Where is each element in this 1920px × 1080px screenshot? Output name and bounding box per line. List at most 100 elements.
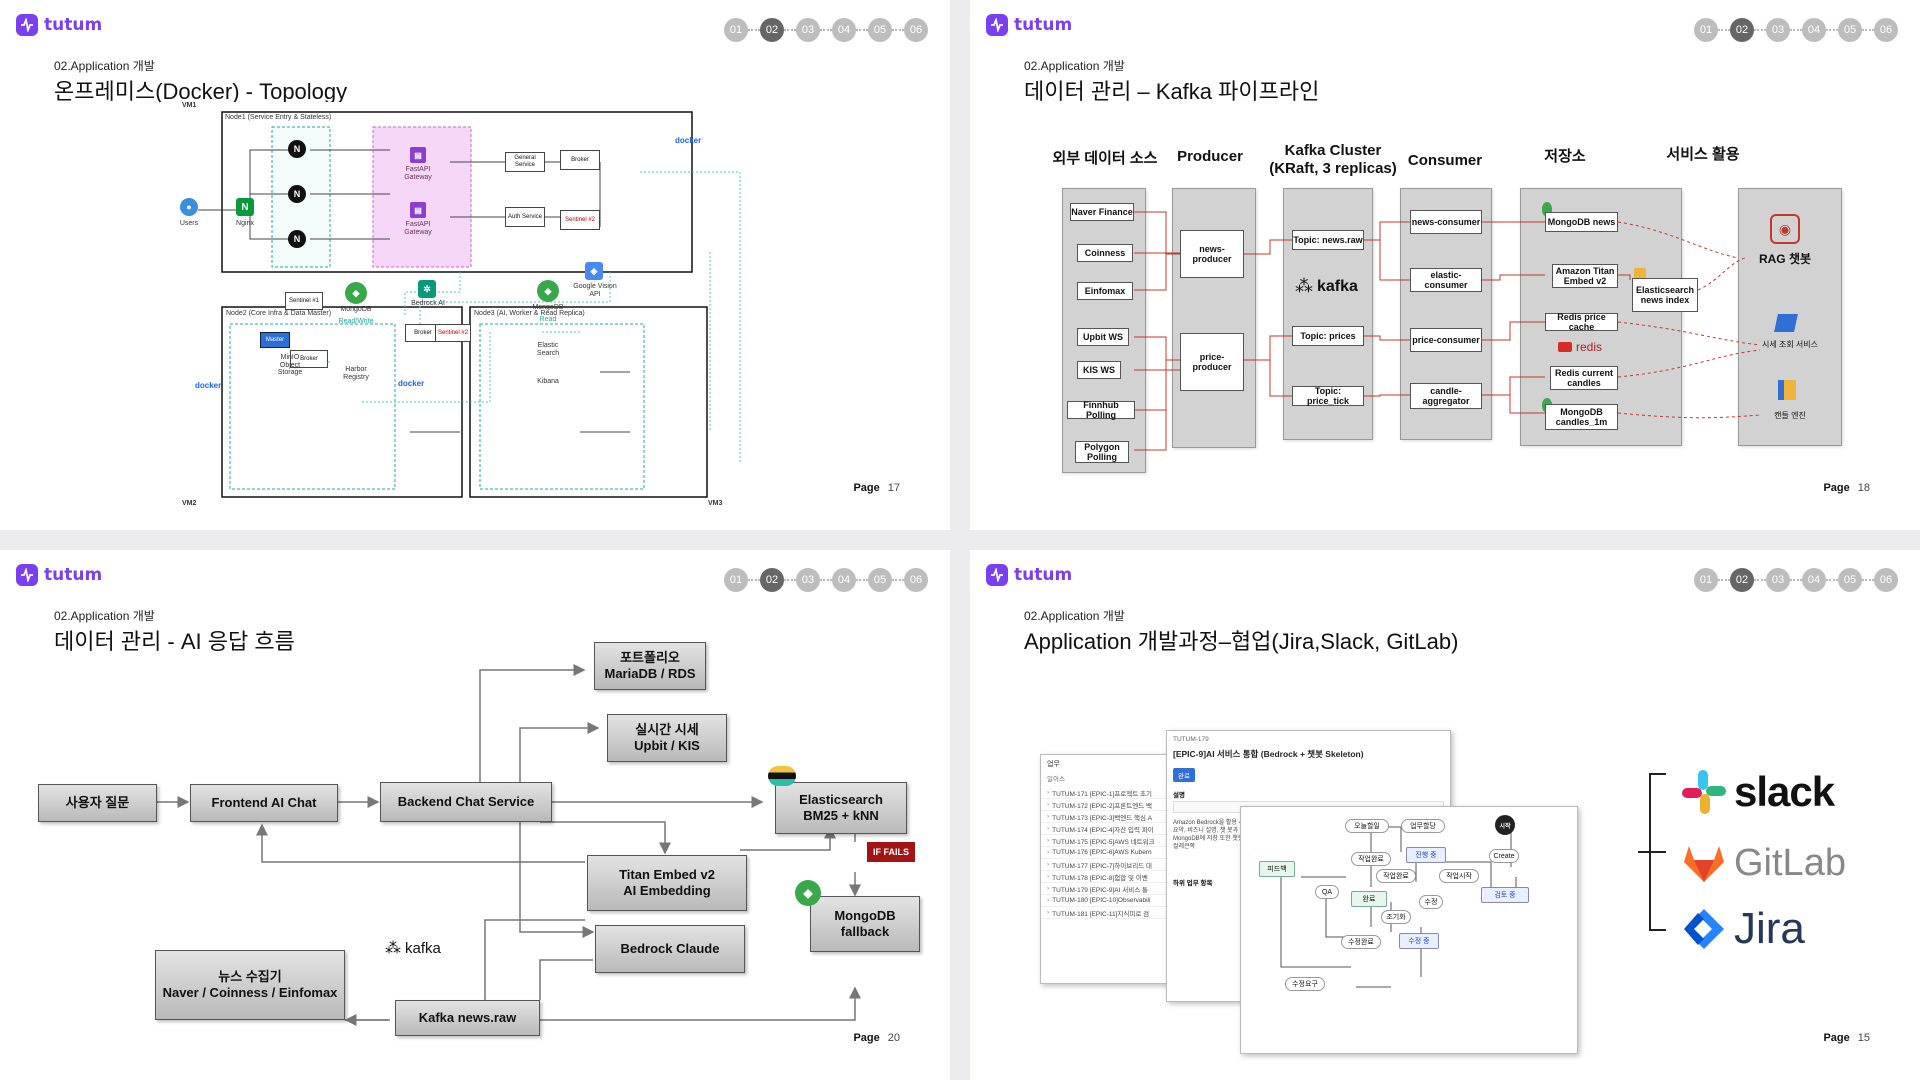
step-04[interactable]: 04: [832, 18, 856, 42]
slide-title: 온프레미스(Docker) - Topology: [54, 79, 348, 104]
step-04[interactable]: 04: [1802, 568, 1826, 592]
step-03[interactable]: 03: [1766, 18, 1790, 42]
source-node: KIS WS: [1077, 361, 1121, 379]
step-connector: [892, 579, 904, 581]
gitlab-label: GitLab: [1734, 842, 1846, 884]
chevron-right-icon: ›: [1047, 885, 1050, 892]
bedrock-label: Bedrock AI: [411, 300, 445, 307]
step-01[interactable]: 01: [724, 18, 748, 42]
step-02[interactable]: 02: [760, 568, 784, 592]
mongodb-icon: [1542, 202, 1552, 216]
jira-issue-text: TUTUM-171 [EPIC-1]프로젝트 초기: [1052, 790, 1152, 798]
tutum-logo: tutum: [16, 564, 102, 586]
mongodb-icon: ◆: [345, 282, 367, 304]
step-06[interactable]: 06: [904, 568, 928, 592]
jira-issue-row[interactable]: ›TUTUM-172 [EPIC-2]프론트엔드 백: [1041, 799, 1289, 811]
step-04[interactable]: 04: [1802, 18, 1826, 42]
flow-node: QA: [1315, 885, 1339, 899]
jira-issue-row[interactable]: ›TUTUM-178 [EPIC-8]험합 및 이벤: [1041, 871, 1289, 883]
elasticsearch-icon: [768, 766, 796, 786]
step-indicator: 01 02 03 04 05 06: [724, 18, 928, 42]
realtime-price-node: 실시간 시세 Upbit / KIS: [607, 714, 727, 762]
step-connector: [1718, 29, 1730, 31]
step-06[interactable]: 06: [904, 18, 928, 42]
jira-issue-row[interactable]: ›TUTUM-180 [EPIC-10]Observabili: [1041, 895, 1289, 907]
slide-title: Application 개발과정–협업(Jira,Slack, GitLab): [1024, 629, 1459, 654]
elasticsearch-node: Elasticsearch BM25 + kNN: [775, 782, 907, 834]
step-01[interactable]: 01: [1694, 568, 1718, 592]
jira-issue-row[interactable]: ›TUTUM-181 [EPIC-11]지식피로 검: [1041, 907, 1289, 919]
jira-issue-row[interactable]: ›TUTUM-177 [EPIC-7]하이브리드 대: [1041, 859, 1289, 871]
flow-node: 오늘할일: [1345, 819, 1389, 833]
read-label: Read: [539, 316, 557, 323]
jira-list-head: 업무: [1047, 761, 1060, 768]
vision-label: Google Vision API: [573, 283, 617, 298]
nginx-icon: N: [236, 198, 254, 216]
issue-desc: Amazon Bedrock을 활용 사용 요약, 비즈니 설명, 챗 봇과 M…: [1173, 820, 1251, 851]
chevron-right-icon: ›: [1047, 801, 1050, 808]
redis-master-node: Master: [260, 332, 290, 348]
step-connector: [1826, 579, 1838, 581]
nextjs-icon: N: [288, 230, 306, 248]
step-05[interactable]: 05: [868, 18, 892, 42]
step-01[interactable]: 01: [724, 568, 748, 592]
column-consumer: Consumer: [1407, 152, 1483, 169]
step-03[interactable]: 03: [796, 18, 820, 42]
flow-connectors: [157, 664, 861, 1026]
mongodb-label: MongoDB: [340, 306, 372, 313]
topology-connectors: [198, 111, 741, 498]
jira-issue-text: TUTUM-179 [EPIC-9]AI 서비스 통: [1052, 886, 1148, 894]
step-05[interactable]: 05: [868, 568, 892, 592]
step-05[interactable]: 05: [1838, 568, 1862, 592]
step-connector: [1862, 29, 1874, 31]
jira-issue-text: TUTUM-174 [EPIC-4]자산 입력 파이: [1052, 826, 1154, 834]
jira-issue-row[interactable]: ›TUTUM-176 [EPIC-6]AWS Kubern: [1041, 847, 1289, 859]
jira-issue-row[interactable]: ›TUTUM-175 [EPIC-5]AWS 네트워크: [1041, 835, 1289, 847]
google-vision-icon: ◈: [585, 262, 603, 280]
jira-issue-row[interactable]: ›TUTUM-171 [EPIC-1]프로젝트 초기: [1041, 787, 1289, 799]
step-06[interactable]: 06: [1874, 18, 1898, 42]
chevron-right-icon: ›: [1047, 813, 1050, 820]
step-connector: [1754, 579, 1766, 581]
docker-label: docker: [675, 136, 702, 145]
jira-issue-row[interactable]: ›TUTUM-179 [EPIC-9]AI 서비스 통: [1041, 883, 1289, 895]
step-03[interactable]: 03: [1766, 568, 1790, 592]
flow-node: 수정요구: [1285, 977, 1325, 991]
general-service-node: General Service: [505, 152, 545, 172]
news-label: 뉴스 수집기: [218, 969, 282, 985]
step-05[interactable]: 05: [1838, 18, 1862, 42]
source-node: Einfomax: [1077, 282, 1133, 300]
step-connector: [784, 29, 796, 31]
jira-issue-text: TUTUM-181 [EPIC-11]지식피로 검: [1052, 910, 1150, 918]
flow-node: 완료: [1351, 891, 1387, 907]
jira-issue-text: TUTUM-175 [EPIC-5]AWS 네트워크: [1052, 838, 1155, 846]
issue-status[interactable]: 완료: [1173, 768, 1195, 782]
step-02[interactable]: 02: [1730, 18, 1754, 42]
fastapi-label: FastAPI Gateway: [404, 166, 432, 181]
step-06[interactable]: 06: [1874, 568, 1898, 592]
storage-node: Redis price cache: [1545, 312, 1618, 332]
step-04[interactable]: 04: [832, 568, 856, 592]
storage-node: MongoDB news: [1545, 212, 1618, 232]
step-02[interactable]: 02: [1730, 568, 1754, 592]
jira-issue-row[interactable]: ›TUTUM-173 [EPIC-3]백엔드 핵심 A: [1041, 811, 1289, 823]
jira-workflow-screenshot: 오늘할일 업무할당 작업완료 진행 중 작업완료 작업시작 피드백 QA 완료 …: [1240, 806, 1578, 1054]
titan-embed-node: Titan Embed v2 AI Embedding: [587, 855, 747, 911]
nextjs-icon: N: [288, 185, 306, 203]
step-connector: [892, 29, 904, 31]
chevron-right-icon: ›: [1047, 873, 1050, 880]
frontend-label: Frontend AI Chat: [211, 795, 317, 811]
jira-issue-row[interactable]: ›TUTUM-174 [EPIC-4]자산 입력 파이: [1041, 823, 1289, 835]
consumer-node: elastic-consumer: [1410, 268, 1482, 292]
if-fails-badge: IF FAILS: [867, 842, 915, 862]
step-02[interactable]: 02: [760, 18, 784, 42]
storage-node: Elasticsearch news index: [1632, 278, 1698, 312]
sentinel1-node: Sentinel #1: [285, 292, 323, 310]
titan-sub-label: AI Embedding: [623, 883, 711, 898]
source-node: Upbit WS: [1077, 328, 1129, 346]
step-03[interactable]: 03: [796, 568, 820, 592]
mongodb-icon: ◆: [537, 280, 559, 302]
mongodb-rw-label: Read/Write: [338, 318, 374, 325]
step-01[interactable]: 01: [1694, 18, 1718, 42]
pulse-icon: [986, 564, 1008, 586]
